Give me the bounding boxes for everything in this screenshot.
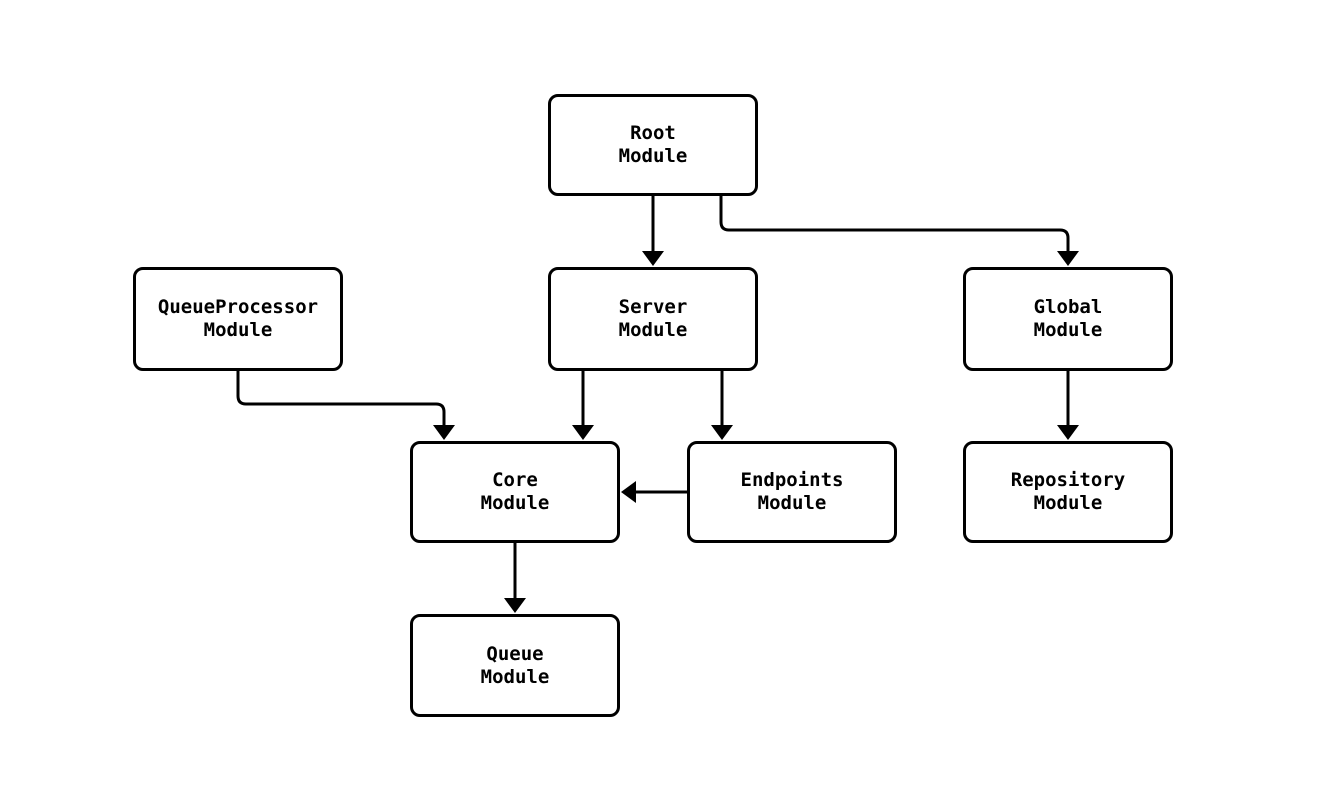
node-queue-module[interactable]: Queue Module	[410, 614, 620, 717]
node-queueprocessor-module-subtitle: Module	[203, 319, 273, 341]
edge-queueprocessor-to-core	[236, 371, 446, 426]
node-queue-module-subtitle: Module	[480, 665, 550, 688]
arrowhead-root-to-global	[1057, 251, 1079, 266]
arrowhead-endpoints-to-core	[621, 481, 636, 503]
node-core-module-subtitle: Module	[480, 492, 550, 514]
arrowhead-root-to-server	[642, 251, 664, 266]
node-root-module-subtitle: Module	[618, 145, 688, 167]
node-server-module-subtitle: Module	[618, 319, 688, 341]
node-root-module-title: Root	[630, 122, 676, 144]
node-server-module-title: Server	[618, 296, 688, 318]
node-queueprocessor-module-title: QueueProcessor	[157, 296, 319, 318]
edge-root-to-global	[719, 196, 1070, 252]
node-repository-module-subtitle: Module	[1033, 492, 1103, 514]
node-repository-module[interactable]: Repository Module	[963, 441, 1173, 543]
node-global-module-title: Global	[1033, 296, 1103, 318]
node-queue-module-title: Queue	[486, 642, 544, 665]
arrowhead-core-to-queue	[504, 598, 526, 613]
node-global-module[interactable]: Global Module	[963, 267, 1173, 371]
node-endpoints-module-title: Endpoints	[740, 469, 844, 491]
node-core-module[interactable]: Core Module	[410, 441, 620, 543]
node-endpoints-module-subtitle: Module	[757, 492, 827, 514]
node-queueprocessor-module[interactable]: QueueProcessor Module	[133, 267, 343, 371]
node-core-module-title: Core	[492, 469, 538, 491]
node-global-module-subtitle: Module	[1033, 319, 1103, 341]
arrowhead-queueprocessor-to-core	[433, 425, 455, 440]
node-endpoints-module[interactable]: Endpoints Module	[687, 441, 897, 543]
arrowhead-server-to-endpoints	[711, 425, 733, 440]
node-repository-module-title: Repository	[1010, 469, 1126, 491]
arrowhead-server-to-core	[572, 425, 594, 440]
node-root-module[interactable]: Root Module	[548, 94, 758, 196]
node-server-module[interactable]: Server Module	[548, 267, 758, 371]
arrowhead-global-to-repository	[1057, 425, 1079, 440]
